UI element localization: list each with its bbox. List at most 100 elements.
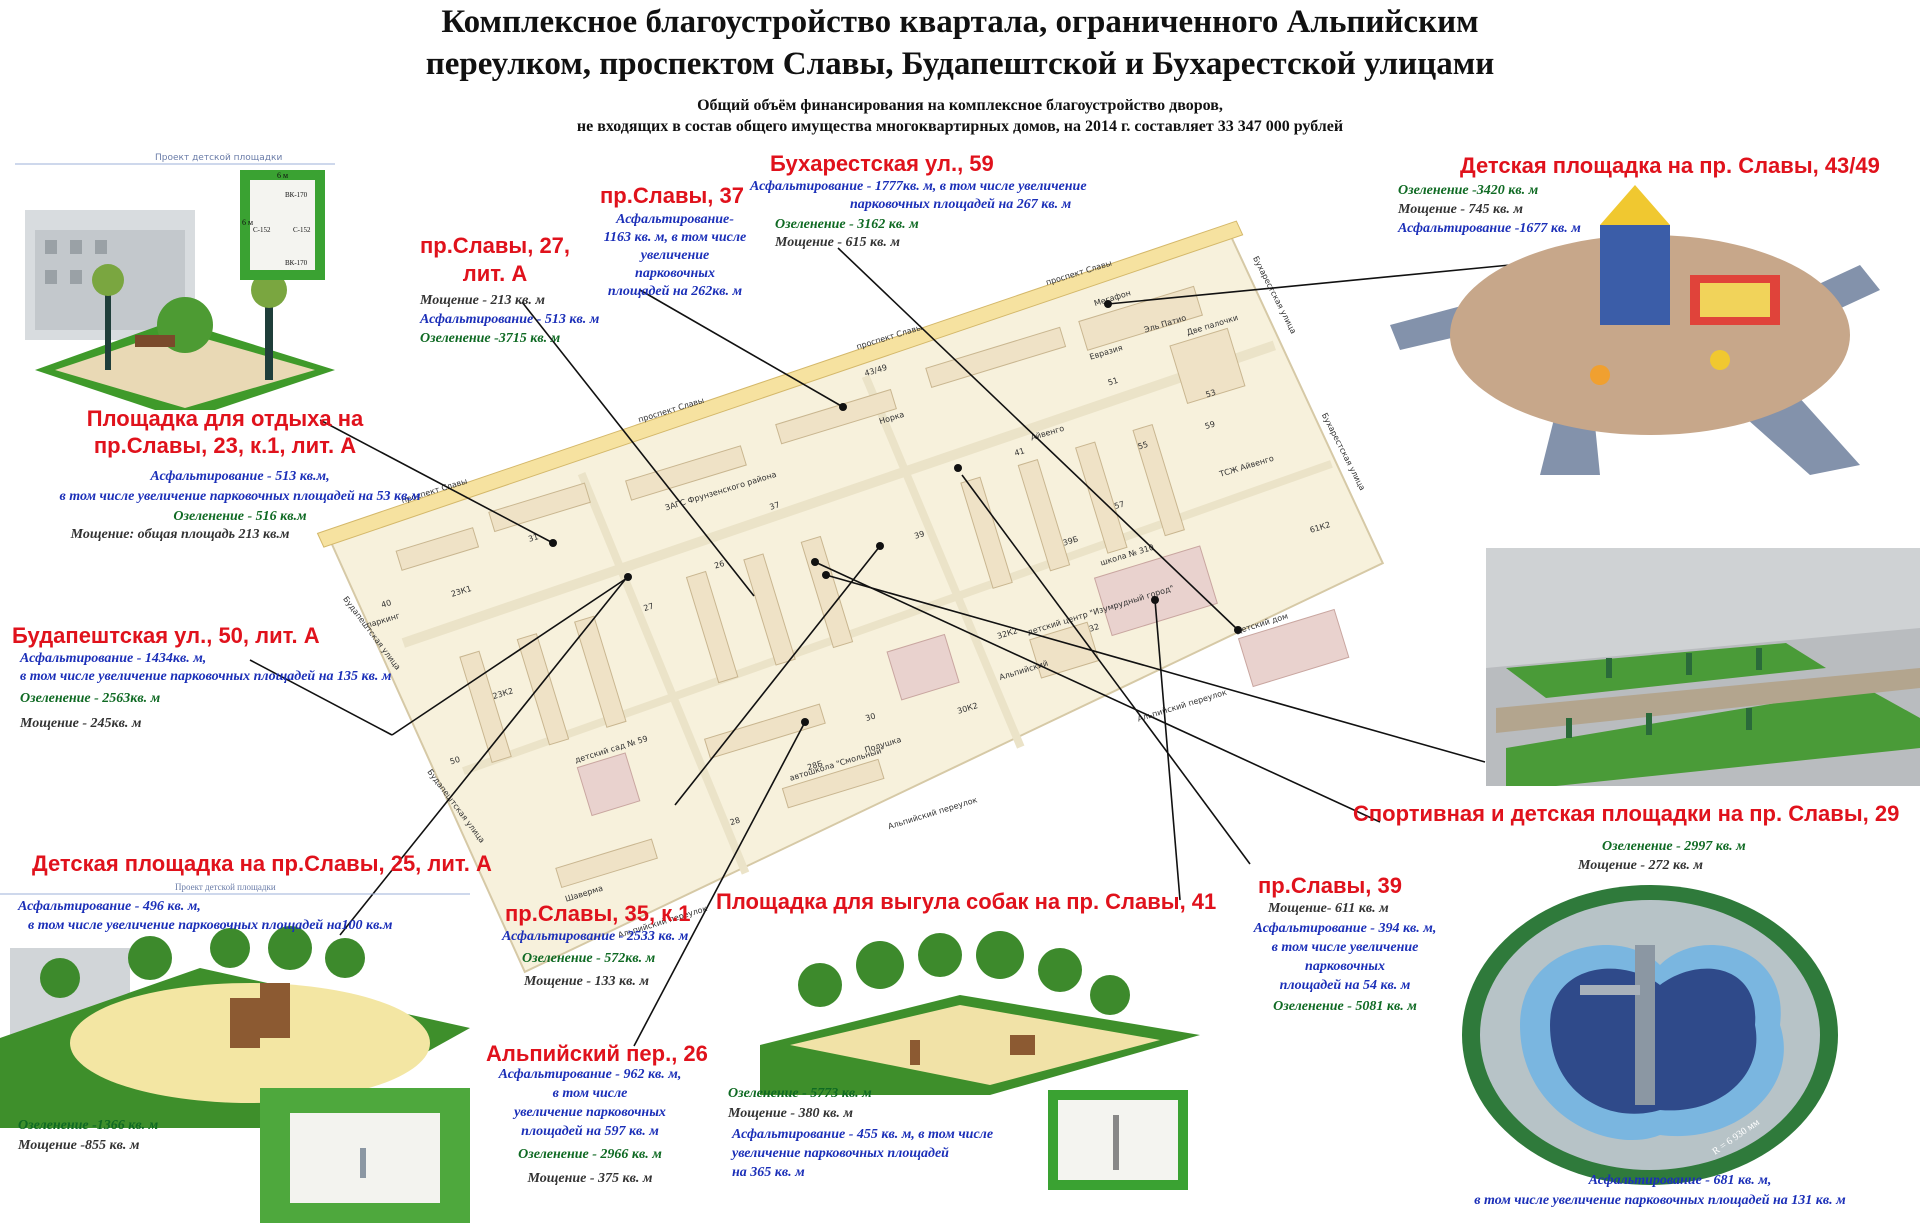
playground-43-49-illustration (1390, 165, 1920, 475)
slavy37-asphalt: Асфальтирование- (616, 212, 734, 227)
pic-dim-width: 6 м (277, 171, 288, 180)
slavy37-asphalt: 1163 кв. м, в том числе (603, 230, 747, 245)
subtitle-line-2: не входящих в состав общего имущества мн… (576, 118, 1344, 135)
page-title-line-1: Комплексное благоустройство квартала, ог… (441, 4, 1479, 40)
pic-item: ВК-170 (285, 259, 308, 267)
slavy4349-green: Озеленение -3420 кв. м (1398, 183, 1539, 198)
slavy39-paving: Мощение- 611 кв. м (1268, 901, 1389, 916)
house-number: 39 (913, 529, 925, 541)
pic-item: С-152 (293, 226, 311, 234)
pic-caption: Проект детской площадки (155, 153, 282, 163)
house-number: 31 (527, 532, 539, 544)
slavy27-green: Озеленение -3715 кв. м (420, 331, 561, 346)
slavy35-paving: Мощение - 133 кв. м (524, 974, 650, 989)
slavy35-title: пр.Славы, 35, к.1 (505, 901, 691, 926)
slavy27-paving: Мощение - 213 кв. м (420, 293, 546, 308)
dogs41-asphalt-3: на 365 кв. м (732, 1165, 805, 1180)
bukh59-title: Бухарестская ул., 59 (770, 151, 994, 176)
house-number: 28Б (806, 759, 824, 772)
alp26-paving: Мощение - 375 кв. м (527, 1171, 653, 1186)
slavy4349-asphalt: Асфальтирование -1677 кв. м (1398, 221, 1581, 236)
slavy25-paving: Мощение -855 кв. м (18, 1138, 140, 1153)
alp26-title: Альпийский пер., 26 (486, 1041, 708, 1066)
dog-area-illustration (760, 925, 1200, 1095)
slavy39-asphalt: площадей на 54 кв. м (1279, 978, 1411, 993)
round-asphalt: Асфальтирование - 681 кв. м, (1588, 1173, 1772, 1188)
round-playground-illustration: R = 6 930 мм (1460, 885, 1840, 1190)
slavy27-title: пр.Славы, 27, (419, 233, 571, 258)
bukh59-asphalt: Асфальтирование - 1777кв. м, в том числе… (750, 179, 1087, 194)
slavy4349-paving: Мощение - 745 кв. м (1398, 202, 1524, 217)
slavy25-asphalt-2: в том числе увеличение парковочных площа… (28, 918, 393, 933)
budapesht50-asphalt-2: в том числе увеличение парковочных площа… (20, 669, 392, 684)
slavy39-asphalt: Асфальтирование - 394 кв. м, (1253, 921, 1437, 936)
pic-item: ВК-170 (285, 191, 308, 199)
house-number: 30 (864, 711, 876, 723)
slavy37-asphalt: площадей на 262кв. м (607, 284, 743, 299)
slavy25-asphalt: Асфальтирование - 496 кв. м, (18, 899, 201, 914)
slavy29-paving: Мощение - 272 кв. м (1578, 858, 1704, 873)
dogs41-title: Площадка для выгула собак на пр. Славы, … (716, 889, 1217, 914)
otdykh-paving: Мощение: общая площадь 213 кв.м (70, 527, 290, 542)
house-number: 28 (729, 816, 741, 828)
house-number: 59 (1204, 419, 1216, 431)
house-number: 41 (1013, 446, 1025, 458)
page-title-line-2: переулком, проспектом Славы, Будапештско… (425, 46, 1495, 82)
slavy35-green: Озеленение - 572кв. м (522, 951, 656, 966)
relax-area-illustration: Проект детской площадки 6 м 6 м ВК-170 В… (15, 150, 335, 410)
budapesht50-title: Будапештская ул., 50, лит. А (12, 623, 320, 648)
slavy25-green: Озеленение -1366 кв. м (18, 1118, 159, 1133)
house-number: 27 (642, 601, 654, 613)
slavy37-asphalt: увеличение (640, 248, 710, 263)
bukh59-green: Озеленение - 3162 кв. м (775, 217, 919, 232)
slavy39-asphalt: в том числе увеличение (1271, 940, 1419, 955)
slavy39-title: пр.Славы, 39 (1258, 873, 1402, 898)
dogs41-green: Озеленение - 5773 кв. м (728, 1086, 872, 1101)
dogs41-asphalt-2: увеличение парковочных площадей (732, 1146, 949, 1161)
slavy25-title: Детская площадка на пр.Славы, 25, лит. А (32, 851, 492, 876)
alp26-asphalt: увеличение парковочных (514, 1105, 666, 1120)
slavy29-title: Спортивная и детская площадки на пр. Сла… (1353, 801, 1900, 826)
house-number: 55 (1137, 440, 1149, 452)
alp26-asphalt: Асфальтирование - 962 кв. м, (498, 1067, 682, 1082)
house-number: 53 (1205, 388, 1217, 400)
alp26-asphalt: в том числе (552, 1086, 628, 1101)
round-asphalt-2: в том числе увеличение парковочных площа… (1474, 1193, 1846, 1208)
house-number: 32 (1088, 622, 1100, 634)
budapesht50-green: Озеленение - 2563кв. м (20, 691, 161, 706)
slavy27-asphalt: Асфальтирование - 513 кв. м (420, 312, 600, 327)
playground-25-illustration: Проект детской площадки (0, 878, 470, 1223)
otdykh-asphalt-detail: в том числе увеличение парковочных площа… (59, 489, 421, 504)
pic-caption: Проект детской площадки (175, 882, 276, 892)
slavy4349-title: Детская площадка на пр. Славы, 43/49 (1460, 153, 1880, 178)
house-number: 39Б (1062, 534, 1080, 547)
alp26-asphalt: площадей на 597 кв. м (521, 1124, 659, 1139)
otdykh-green: Озеленение - 516 кв.м (173, 509, 307, 524)
bukh59-paving: Мощение - 615 кв. м (775, 235, 901, 250)
bukh59-asphalt-2: парковочных площадей на 267 кв. м (850, 197, 1072, 212)
slavy35-asphalt: Асфальтирование - 2533 кв. м (502, 929, 689, 944)
subtitle-line-1: Общий объём финансирования на комплексно… (697, 97, 1223, 114)
house-number: 37 (768, 500, 780, 512)
street-label: Альпийский переулок (887, 795, 979, 831)
pic-item: С-152 (253, 226, 271, 234)
house-number: 57 (1113, 499, 1125, 511)
budapesht50-asphalt: Асфальтирование - 1434кв. м, (20, 651, 207, 666)
sports-area-29-illustration (1486, 548, 1920, 786)
house-number: 26 (713, 559, 725, 571)
dog-area-plan (1048, 1090, 1188, 1190)
alp26-green: Озеленение - 2966 кв. м (518, 1147, 662, 1162)
slavy29-green: Озеленение - 2997 кв. м (1602, 839, 1746, 854)
house-number: 40 (380, 598, 392, 610)
slavy39-green: Озеленение - 5081 кв. м (1273, 999, 1417, 1014)
house-number: 51 (1107, 376, 1119, 388)
dogs41-asphalt: Асфальтирование - 455 кв. м, в том числе (732, 1127, 994, 1142)
slavy37-asphalt: парковочных (635, 266, 715, 281)
otdykh-asphalt: Асфальтирование - 513 кв.м, (150, 469, 330, 484)
otdykh-title: Площадка для отдыха на пр.Славы, 23, к.1… (86, 406, 364, 458)
slavy37-title: пр.Славы, 37 (600, 183, 744, 208)
house-number: 50 (449, 755, 461, 767)
slavy39-asphalt: парковочных (1305, 959, 1385, 974)
pic-dim-height: 6 м (242, 218, 253, 227)
